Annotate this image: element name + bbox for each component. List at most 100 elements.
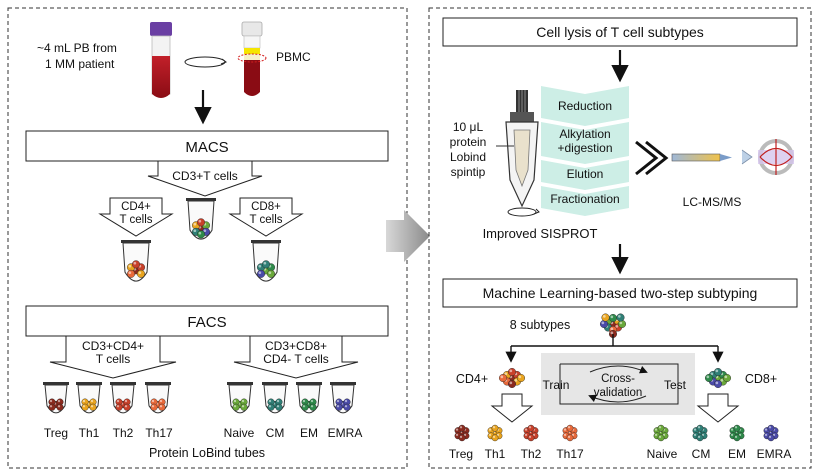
pbmc-label: PBMC: [276, 50, 311, 64]
sisprot-steps: [541, 86, 629, 216]
lcms-label: LC-MS/MS: [683, 195, 742, 209]
double-chevron-icon: [635, 140, 669, 176]
step-fractionation: Fractionation: [550, 192, 619, 206]
facs-box: [25, 305, 389, 337]
test-label: Test: [664, 378, 687, 392]
step-elution: Elution: [567, 167, 604, 181]
right-cd8-subtype-0: Naive: [647, 447, 678, 461]
right-cd8-subtype-1: CM: [692, 447, 711, 461]
cd3cd8-hollow-arrow: [233, 335, 359, 379]
cd3cd4-label-line2: T cells: [96, 352, 130, 366]
left-cd4-subtype-1: Th1: [79, 426, 100, 440]
tube-emra-icon: [330, 382, 356, 414]
cd8-cell-tube-icon: [251, 240, 281, 282]
tube-cm-icon: [262, 382, 288, 414]
facs-label: FACS: [187, 314, 226, 331]
cv-arrow-down-icon: [588, 394, 647, 403]
spintip-label-line3: Lobind: [450, 150, 486, 164]
ml-title: Machine Learning-based two-step subtypin…: [483, 285, 758, 301]
split-bracket: [505, 334, 724, 363]
spintip-label-line4: spintip: [451, 165, 486, 179]
tubes-label: Protein LoBind tubes: [149, 446, 265, 460]
final-th1-icon: [487, 424, 503, 442]
right-cd8-subtype-3: EMRA: [757, 447, 792, 461]
left-cd4-subtype-0: Treg: [44, 426, 68, 440]
tube-em-icon: [296, 382, 322, 414]
cd3cd4-label-line1: CD3+CD4+: [82, 339, 144, 353]
final-em-icon: [729, 424, 745, 442]
left-panel-frame: [7, 7, 408, 469]
right-cd8-subtype-2: EM: [728, 447, 746, 461]
right-cd4-subtype-0: Treg: [449, 447, 473, 461]
cd8-cluster-icon: [705, 368, 732, 389]
right-cd4-subtype-2: Th2: [521, 447, 542, 461]
right-cd4-subtype-3: Th17: [556, 447, 584, 461]
cd4-cluster-icon: [499, 368, 526, 389]
right-cd4-subtype-1: Th1: [485, 447, 506, 461]
subtypes-count-label: 8 subtypes: [510, 318, 570, 332]
centrifuge-icon: [184, 56, 228, 68]
cd3-label: CD3+T cells: [172, 169, 237, 183]
cd3cd8-label-line2: CD4- T cells: [263, 352, 329, 366]
macs-label: MACS: [185, 139, 228, 156]
final-th17-icon: [562, 424, 578, 442]
tube-th1-icon: [76, 382, 102, 414]
spintip-device-icon: [496, 90, 540, 217]
cd8-label-line1: CD8+: [251, 201, 281, 213]
cross-label-line1: Cross-: [601, 373, 635, 385]
sample-label-line2: 1 MM patient: [45, 57, 115, 71]
cv-loop: [559, 363, 679, 405]
final-naive-icon: [653, 424, 669, 442]
pbmc-tube-icon: [237, 21, 267, 96]
final-cm-icon: [692, 424, 708, 442]
cd4-down-arrow-icon: [490, 393, 534, 423]
left-cd8-subtype-1: CM: [266, 426, 285, 440]
blood-tube-icon: [150, 22, 172, 98]
spintip-label-line1: 10 μL: [453, 120, 484, 134]
cv-arrow-up-icon: [589, 365, 648, 374]
cross-label-line2: validation: [594, 387, 643, 399]
left-cd4-subtype-3: Th17: [145, 426, 173, 440]
cd4-cell-tube-icon: [121, 240, 151, 282]
tube-treg-icon: [43, 382, 69, 414]
tube-naive-icon: [227, 382, 253, 414]
lysis-title: Cell lysis of T cell subtypes: [536, 24, 704, 40]
cd8-label-line2: T cells: [249, 214, 282, 226]
cd3-cell-tube-icon: [186, 198, 216, 240]
right-panel-frame: [428, 7, 812, 469]
left-cd4-subtype-2: Th2: [113, 426, 134, 440]
tube-th2-icon: [110, 382, 136, 414]
sample-label-line1: ~4 mL PB from: [37, 41, 117, 55]
cd3-hollow-arrow: [147, 160, 263, 197]
cd8-down-arrow-icon: [696, 393, 740, 423]
cd4-group-label: CD4+: [456, 372, 488, 386]
left-cd8-subtype-0: Naive: [224, 426, 255, 440]
cd8-hollow-arrow: [228, 197, 304, 237]
ml-title-box: [442, 278, 798, 308]
cd4-label-line1: CD4+: [121, 201, 151, 213]
cd3cd8-label-line1: CD3+CD8+: [265, 339, 327, 353]
cd4-label-line2: T cells: [119, 214, 152, 226]
macs-box: [25, 130, 389, 162]
final-th2-icon: [523, 424, 539, 442]
left-cd8-subtype-2: EM: [300, 426, 318, 440]
cross-validation-box: [541, 353, 695, 415]
lcms-instrument-icon: [671, 139, 794, 175]
cd4-hollow-arrow: [98, 197, 174, 237]
lysis-title-box: [442, 17, 798, 47]
tube-th17-icon: [145, 382, 171, 414]
spintip-label-line2: protein: [450, 135, 487, 149]
transition-arrow-icon: [386, 210, 430, 262]
step-reduction: Reduction: [558, 99, 612, 113]
mixed-cluster-icon: [600, 313, 627, 339]
final-treg-icon: [454, 424, 470, 442]
cd3cd4-hollow-arrow: [49, 335, 177, 379]
left-cd8-subtype-3: EMRA: [328, 426, 363, 440]
sisprot-label: Improved SISPROT: [483, 226, 598, 241]
step-digestion: +digestion: [557, 141, 612, 155]
cd8-group-label: CD8+: [745, 372, 777, 386]
train-label: Train: [543, 378, 570, 392]
step-alkylation: Alkylation: [559, 127, 610, 141]
final-emra-icon: [763, 424, 779, 442]
